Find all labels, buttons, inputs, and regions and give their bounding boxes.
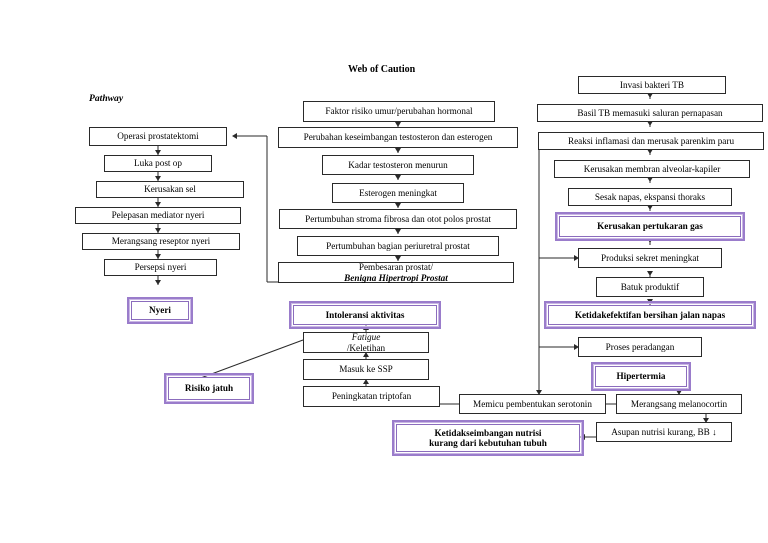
node-label: Basil TB memasuki saluran pernapasan bbox=[577, 107, 723, 118]
node-faktor-risiko[interactable]: Faktor risiko umur/perubahan hormonal bbox=[303, 101, 495, 122]
node-label: Operasi prostatektomi bbox=[117, 131, 199, 142]
node-asupan-nutrisi-kurang[interactable]: Asupan nutrisi kurang, BB ↓ bbox=[596, 422, 732, 442]
node-label: Masuk ke SSP bbox=[339, 364, 393, 375]
node-label-line1: Ketidakseimbangan nutrisi bbox=[434, 427, 542, 438]
node-label: Kerusakan membran alveolar-kapiler bbox=[583, 163, 721, 174]
node-label: Merangsang melanocortin bbox=[630, 398, 728, 409]
node-label: Proses peradangan bbox=[605, 341, 675, 352]
arrowhead-left bbox=[580, 433, 585, 440]
arrowhead-down bbox=[646, 299, 653, 304]
arrowhead-left bbox=[232, 132, 237, 139]
node-label: Peningkatan triptofan bbox=[331, 391, 412, 402]
node-masuk-ke-ssp[interactable]: Masuk ke SSP bbox=[303, 359, 429, 380]
node-pertumbuhan-stroma[interactable]: Pertumbuhan stroma fibrosa dan otot polo… bbox=[279, 209, 517, 229]
node-reaksi-inflamasi[interactable]: Reaksi inflamasi dan merusak parenkim pa… bbox=[538, 132, 764, 150]
node-proses-peradangan[interactable]: Proses peradangan bbox=[578, 337, 702, 357]
node-label: Pertumbuhan bagian periuretral prostat bbox=[326, 240, 470, 251]
pathway-label: Pathway bbox=[89, 93, 124, 104]
node-label: Sesak napas, ekspansi thoraks bbox=[594, 191, 706, 202]
node-pertumbuhan-periuretral[interactable]: Pertumbuhan bagian periuretral prostat bbox=[297, 236, 499, 256]
arrowhead-down bbox=[394, 229, 401, 234]
node-esterogen-meningkat[interactable]: Esterogen meningkat bbox=[332, 183, 464, 203]
node-label: Reaksi inflamasi dan merusak parenkim pa… bbox=[567, 135, 735, 146]
arrowhead-down bbox=[394, 148, 401, 153]
node-kerusakan-sel[interactable]: Kerusakan sel bbox=[96, 181, 244, 198]
arrowhead-up bbox=[362, 325, 369, 330]
arrowhead-down bbox=[646, 271, 653, 276]
node-label: Kadar testosteron menurun bbox=[348, 159, 448, 170]
node-merangsang-melanocortin[interactable]: Merangsang melanocortin bbox=[616, 394, 742, 414]
arrowhead-down bbox=[154, 280, 161, 285]
arrowhead-down bbox=[394, 256, 401, 261]
arrowhead-down bbox=[394, 175, 401, 180]
node-memicu-serotonin[interactable]: Memicu pembentukan serotonin bbox=[459, 394, 606, 414]
node-label: Luka post op bbox=[134, 158, 182, 169]
node-kadar-testosteron-menurun[interactable]: Kadar testosteron menurun bbox=[322, 155, 474, 175]
node-fatigue[interactable]: Fatigue/Keletihan bbox=[303, 332, 429, 353]
node-label: Kerusakan sel bbox=[144, 184, 196, 195]
node-label-italic: Benigna Hipertropi Prostat bbox=[344, 272, 448, 283]
node-operasi-prostatektomi[interactable]: Operasi prostatektomi bbox=[89, 127, 227, 146]
node-label: Hipertermia bbox=[616, 371, 666, 382]
node-label: Kerusakan pertukaran gas bbox=[597, 221, 703, 232]
node-label: Merangsang reseptor nyeri bbox=[111, 236, 211, 247]
node-pelepasan-mediator-nyeri[interactable]: Pelepasan mediator nyeri bbox=[75, 207, 241, 224]
arrowhead-down bbox=[646, 238, 653, 243]
node-invasi-bakteri-tb[interactable]: Invasi bakteri TB bbox=[578, 76, 726, 94]
node-label-line2: kurang dari kebutuhan tubuh bbox=[429, 438, 547, 448]
node-label: Persepsi nyeri bbox=[134, 262, 187, 273]
node-hipertermia[interactable]: Hipertermia bbox=[591, 362, 691, 391]
node-label: Perubahan keseimbangan testosteron dan e… bbox=[303, 132, 493, 143]
node-label: Intoleransi aktivitas bbox=[325, 309, 405, 320]
node-sesak-napas[interactable]: Sesak napas, ekspansi thoraks bbox=[568, 188, 732, 206]
node-label: Faktor risiko umur/perubahan hormonal bbox=[325, 106, 473, 117]
node-label: Pertumbuhan stroma fibrosa dan otot polo… bbox=[305, 213, 491, 224]
node-label: Fatigue/Keletihan bbox=[347, 332, 385, 353]
node-pembesaran-prostat[interactable]: Pembesaran prostat/Benigna Hipertropi Pr… bbox=[278, 262, 514, 283]
node-kerusakan-membran[interactable]: Kerusakan membran alveolar-kapiler bbox=[554, 160, 750, 178]
node-label: Produksi sekret meningkat bbox=[601, 252, 699, 263]
node-label: Pelepasan mediator nyeri bbox=[111, 210, 205, 221]
node-peningkatan-triptofan[interactable]: Peningkatan triptofan bbox=[303, 386, 440, 407]
node-batuk-produktif[interactable]: Batuk produktif bbox=[596, 277, 704, 297]
node-label: Pembesaran prostat/Benigna Hipertropi Pr… bbox=[344, 262, 448, 283]
node-label: Risiko jatuh bbox=[184, 383, 234, 394]
node-produksi-sekret[interactable]: Produksi sekret meningkat bbox=[578, 248, 722, 268]
node-label: Nyeri bbox=[149, 305, 171, 316]
node-basil-tb[interactable]: Basil TB memasuki saluran pernapasan bbox=[537, 104, 763, 122]
node-label: Ketidakefektifan bersihan jalan napas bbox=[574, 309, 726, 320]
node-intoleransi-aktivitas[interactable]: Intoleransi aktivitas bbox=[289, 301, 441, 329]
node-label-italic: Fatigue bbox=[351, 332, 381, 343]
page-title: Web of Caution bbox=[348, 64, 416, 75]
node-label: Memicu pembentukan serotonin bbox=[473, 398, 592, 409]
node-label: Esterogen meningkat bbox=[359, 187, 437, 198]
node-ketidakseimbangan-nutrisi[interactable]: Ketidakseimbangan nutrisi kurang dari ke… bbox=[392, 420, 584, 456]
node-persepsi-nyeri[interactable]: Persepsi nyeri bbox=[104, 259, 217, 276]
arrowhead-down bbox=[394, 203, 401, 208]
node-label: Asupan nutrisi kurang, BB ↓ bbox=[611, 426, 717, 437]
node-merangsang-reseptor-nyeri[interactable]: Merangsang reseptor nyeri bbox=[82, 233, 240, 250]
node-perubahan-keseimbangan[interactable]: Perubahan keseimbangan testosteron dan e… bbox=[278, 127, 518, 148]
node-kerusakan-pertukaran-gas[interactable]: Kerusakan pertukaran gas bbox=[555, 212, 745, 241]
node-luka-post-op[interactable]: Luka post op bbox=[104, 155, 212, 172]
node-label-plain: Pembesaran prostat/ bbox=[358, 262, 434, 273]
node-label: Invasi bakteri TB bbox=[619, 79, 685, 90]
node-label: Batuk produktif bbox=[620, 281, 680, 292]
node-nyeri[interactable]: Nyeri bbox=[127, 297, 193, 324]
node-label-plain: /Keletihan bbox=[346, 342, 386, 353]
node-risiko-jatuh[interactable]: Risiko jatuh bbox=[164, 373, 254, 404]
node-ketidakefektifan-bersihan[interactable]: Ketidakefektifan bersihan jalan napas bbox=[544, 301, 756, 329]
